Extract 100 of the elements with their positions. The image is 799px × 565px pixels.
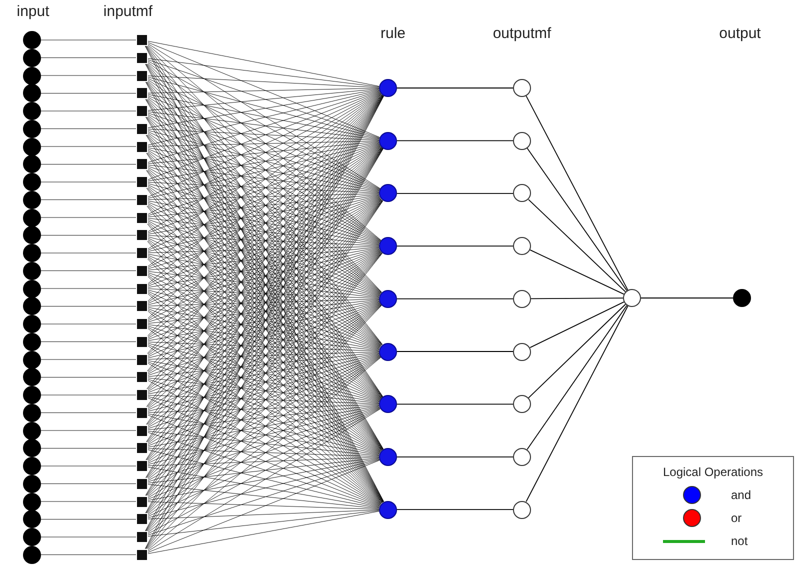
connection-line: [526, 96, 628, 290]
connection-line: [148, 510, 380, 520]
circle-node: [23, 457, 41, 475]
circle-node: [23, 48, 41, 67]
square-node: [136, 122, 148, 135]
connection-line: [148, 272, 380, 349]
circle-node: [23, 297, 41, 316]
circle-node: [23, 510, 41, 528]
square-node: [136, 318, 148, 330]
circle-node: [379, 395, 397, 414]
connection-line: [148, 378, 380, 404]
connection-line: [148, 142, 380, 182]
square-node: [136, 531, 148, 543]
connection-line: [148, 448, 380, 457]
column-heading: rule: [380, 25, 406, 42]
connection-line: [526, 148, 628, 292]
connection-line: [148, 271, 380, 298]
square-node: [136, 158, 148, 170]
connection-line: [40, 359, 136, 360]
connection-line: [396, 246, 514, 247]
connection-line: [148, 459, 380, 536]
connection-line: [40, 252, 136, 254]
connection-line: [148, 40, 380, 86]
connection-line: [396, 298, 514, 300]
connection-line: [148, 396, 380, 455]
connection-line: [148, 450, 380, 508]
circle-node: [513, 132, 531, 150]
column-heading: outputmf: [492, 25, 552, 42]
connection-line: [148, 300, 380, 341]
connection-line: [148, 248, 380, 322]
connection-line: [40, 430, 136, 431]
connection-line: [148, 218, 380, 246]
legend-label: and: [731, 488, 752, 502]
column-heading: output: [719, 25, 761, 42]
connection-line: [148, 352, 380, 377]
circle-node: [23, 120, 41, 138]
square-node: [136, 87, 148, 100]
connection-line: [396, 192, 514, 194]
legend-label: or: [731, 511, 742, 525]
circle-node: [23, 226, 41, 244]
circle-node: [513, 500, 531, 519]
circle-node: [23, 439, 41, 458]
circle-node: [23, 190, 41, 209]
square-node: [136, 212, 148, 224]
circle-node: [379, 448, 397, 466]
circle-node: [513, 448, 531, 466]
connection-line: [148, 342, 380, 352]
connection-line: [148, 90, 380, 163]
circle-node: [23, 332, 41, 351]
connection-line: [148, 183, 380, 244]
circle-node: [23, 350, 41, 368]
connection-line: [148, 511, 380, 554]
circle-node: [23, 280, 41, 298]
connection-line: [528, 199, 626, 292]
connection-line: [148, 406, 380, 482]
connection-line: [148, 128, 380, 140]
connection-line: [148, 88, 380, 94]
circle-node: [379, 500, 397, 519]
square-node: [136, 34, 148, 46]
circle-node: [23, 102, 41, 120]
connection-line: [148, 94, 380, 140]
circle-node: [379, 79, 397, 97]
circle-node: [23, 173, 41, 191]
connection-line: [148, 484, 380, 509]
square-node: [136, 194, 148, 206]
connection-line: [148, 406, 380, 448]
connection-line: [528, 304, 626, 398]
connection-line: [148, 58, 380, 88]
circle-node: [23, 492, 41, 510]
circle-node: [23, 315, 41, 333]
square-node: [136, 105, 148, 117]
circle-node: [379, 342, 397, 360]
connection-line: [148, 194, 380, 218]
connection-line: [148, 164, 380, 193]
connection-line: [530, 301, 624, 348]
connection-line: [148, 430, 380, 456]
connection-line: [148, 458, 380, 501]
circle-node: [23, 386, 41, 404]
connection-line: [148, 352, 380, 360]
connection-line: [40, 394, 136, 396]
circle-node: [23, 66, 41, 84]
connection-line: [148, 142, 380, 199]
connection-line: [40, 554, 136, 555]
connection-line: [148, 246, 380, 270]
connection-line: [148, 288, 380, 299]
connection-line: [148, 219, 380, 296]
connection-line: [148, 89, 380, 128]
square-node: [136, 52, 148, 64]
connection-line: [148, 299, 380, 324]
connection-line: [148, 404, 380, 430]
connection-line: [148, 406, 380, 465]
connection-line: [40, 288, 136, 289]
square-node: [136, 354, 148, 366]
circle-node: [23, 528, 41, 546]
connection-line: [148, 60, 380, 138]
square-node: [136, 478, 148, 490]
square-node: [136, 336, 148, 348]
circle-node: [379, 184, 397, 202]
circle-node: [23, 208, 41, 226]
connection-line: [40, 146, 136, 147]
